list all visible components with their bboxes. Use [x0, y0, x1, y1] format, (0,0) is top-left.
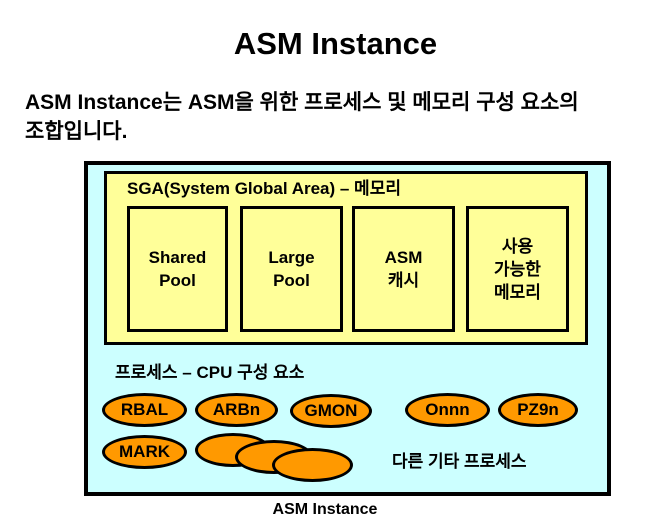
intro-line-1: ASM Instance는 ASM을 위한 프로세스 및 메모리 구성 요소의 — [25, 91, 579, 114]
shared-pool-box: Shared Pool — [127, 206, 228, 332]
process-label-pz9n: PZ9n — [517, 400, 559, 419]
intro-text: ASM Instance는 ASM을 위한 프로세스 및 메모리 구성 요소의 … — [25, 88, 665, 146]
asm-cache-label-line1: ASM — [384, 248, 423, 267]
process-ellipse-onnn: Onnn — [405, 393, 490, 427]
asm-cache-box: ASM 캐시 — [352, 206, 455, 332]
process-ellipse-rbal: RBAL — [102, 393, 187, 427]
process-label-arbn: ARBn — [212, 400, 261, 419]
process-label-rbal: RBAL — [120, 400, 169, 419]
free-memory-label-line1: 사용 — [501, 236, 534, 256]
asm-instance-container-box: SGA(System Global Area) – 메모리 Shared Poo… — [84, 161, 611, 496]
free-memory-label-line2: 가능한 — [494, 259, 541, 279]
process-label-onnn: Onnn — [425, 400, 470, 419]
sga-memory-box: SGA(System Global Area) – 메모리 Shared Poo… — [104, 171, 588, 345]
large-pool-label-line1: Large — [268, 248, 315, 267]
process-ellipse-other-3 — [272, 448, 353, 482]
process-label-gmon: GMON — [304, 401, 358, 420]
page-title: ASM Instance — [233, 26, 438, 61]
process-ellipse-gmon: GMON — [290, 394, 372, 428]
process-label-mark: MARK — [119, 442, 170, 461]
process-ellipse-mark: MARK — [102, 435, 187, 469]
free-memory-label-line3: 메모리 — [494, 282, 541, 302]
shared-pool-label-line2: Pool — [159, 271, 196, 290]
sga-label: SGA(System Global Area) – 메모리 — [127, 179, 401, 198]
process-section-label: 프로세스 – CPU 구성 요소 — [115, 363, 305, 382]
process-ellipse-arbn: ARBn — [195, 393, 278, 427]
other-processes-label: 다른 기타 프로세스 — [392, 452, 527, 471]
large-pool-box: Large Pool — [240, 206, 343, 332]
large-pool-label-line2: Pool — [273, 271, 310, 290]
process-ellipse-pz9n: PZ9n — [498, 393, 578, 427]
asm-cache-label-line2: 캐시 — [387, 271, 420, 290]
shared-pool-label-line1: Shared — [148, 248, 207, 267]
diagram-caption: ASM Instance — [272, 501, 378, 518]
intro-line-2: 조합입니다. — [25, 120, 128, 143]
free-memory-box: 사용 가능한 메모리 — [466, 206, 569, 332]
